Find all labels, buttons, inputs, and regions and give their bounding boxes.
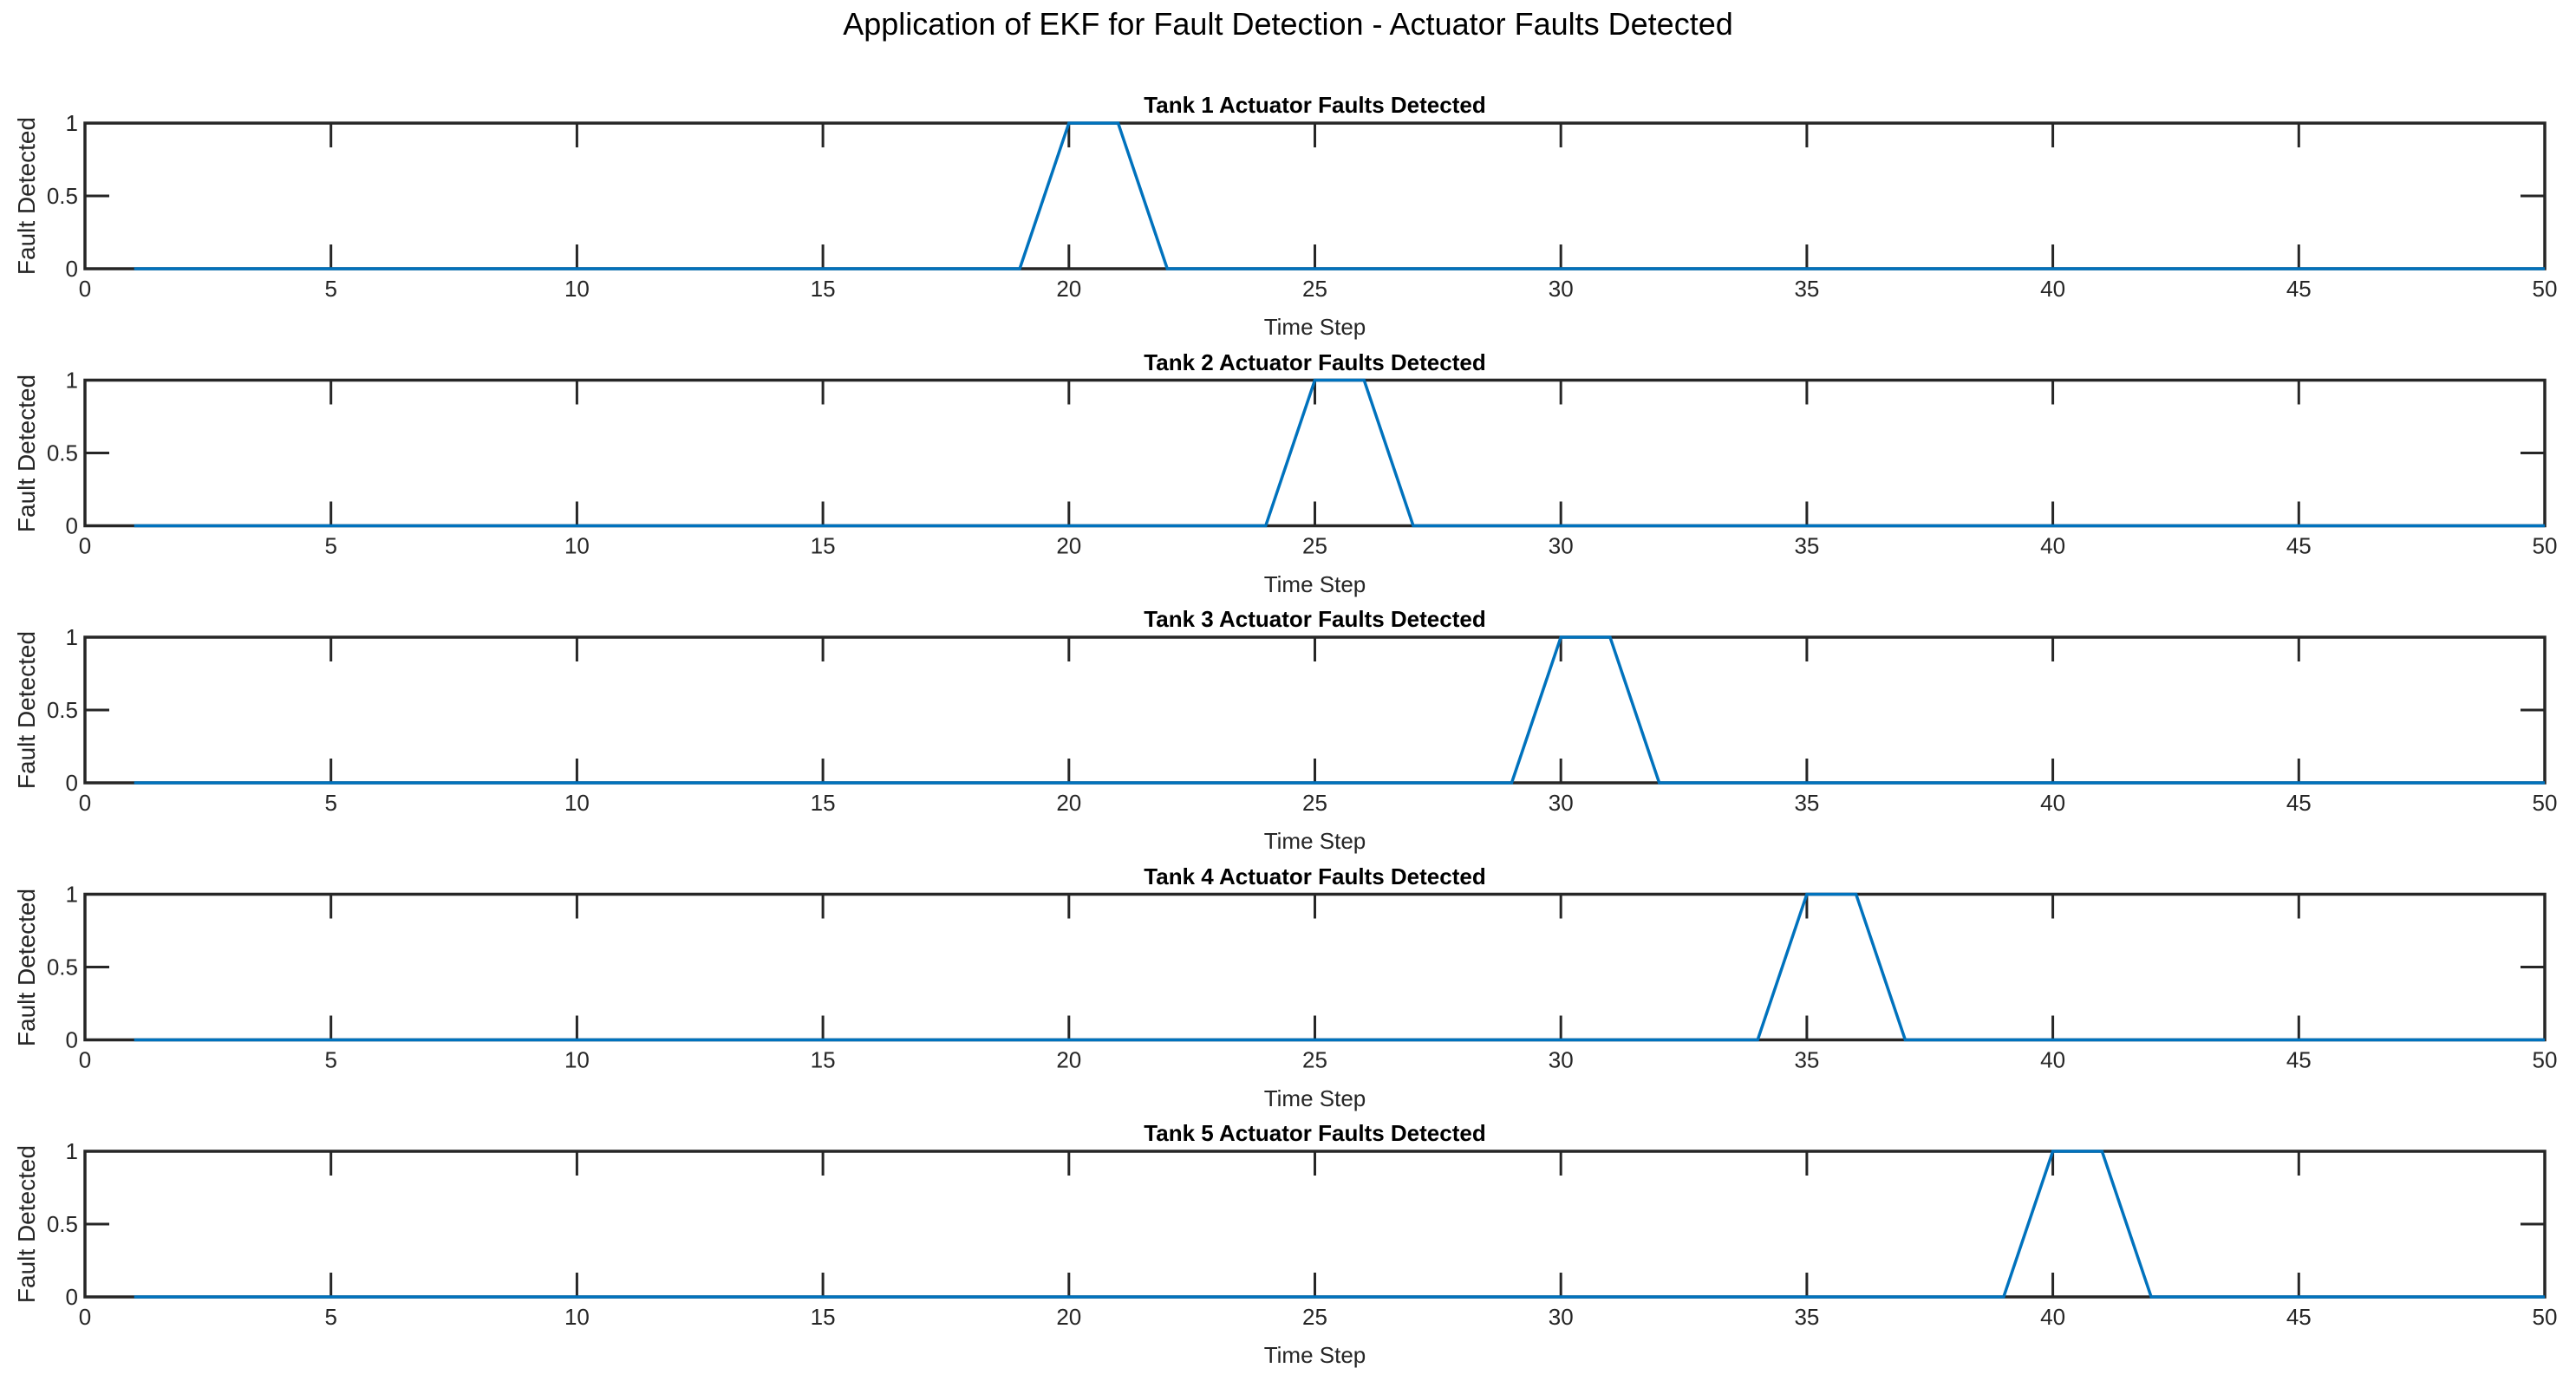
- x-tick-label: 15: [811, 790, 836, 816]
- x-tick-label: 10: [564, 790, 590, 816]
- x-tick-label: 40: [2040, 1304, 2065, 1330]
- x-tick-label: 5: [324, 276, 336, 302]
- subplot-2-xlabel: Time Step: [1263, 570, 1366, 597]
- x-tick-label: 0: [79, 790, 91, 816]
- y-tick-label: 0.5: [47, 697, 78, 723]
- x-tick-label: 10: [564, 533, 590, 559]
- x-tick-label: 25: [1302, 790, 1327, 816]
- y-tick-label: 1: [66, 882, 78, 908]
- y-tick-label: 0.5: [47, 1211, 78, 1237]
- x-tick-label: 25: [1302, 533, 1327, 559]
- y-tick-label: 0: [66, 256, 78, 282]
- x-tick-label: 50: [2533, 790, 2558, 816]
- subplot-2-ylabel: Fault Detected: [13, 374, 40, 532]
- x-tick-label: 50: [2533, 1304, 2558, 1330]
- subplot-4-ylabel: Fault Detected: [13, 888, 40, 1046]
- x-tick-label: 30: [1549, 1047, 1574, 1073]
- subplot-3-title: Tank 3 Actuator Faults Detected: [1144, 606, 1486, 632]
- x-tick-label: 45: [2286, 1047, 2312, 1073]
- x-tick-label: 15: [811, 1047, 836, 1073]
- x-tick-label: 45: [2286, 1304, 2312, 1330]
- x-tick-label: 10: [564, 276, 590, 302]
- x-tick-label: 45: [2286, 276, 2312, 302]
- y-tick-label: 0.5: [47, 954, 78, 980]
- subplot-4-xlabel: Time Step: [1263, 1085, 1366, 1111]
- x-tick-label: 40: [2040, 276, 2065, 302]
- x-tick-label: 25: [1302, 1304, 1327, 1330]
- x-tick-label: 15: [811, 276, 836, 302]
- x-tick-label: 5: [324, 1047, 336, 1073]
- x-tick-label: 40: [2040, 790, 2065, 816]
- fault-signal-line: [134, 378, 2545, 528]
- x-tick-label: 0: [79, 276, 91, 302]
- fault-signal-line: [134, 121, 2545, 270]
- subplot-2-title: Tank 2 Actuator Faults Detected: [1144, 349, 1486, 375]
- figure-title: Application of EKF for Fault Detection -…: [843, 6, 1733, 42]
- x-tick-label: 5: [324, 533, 336, 559]
- x-tick-label: 15: [811, 1304, 836, 1330]
- fault-signal-line: [134, 892, 2545, 1042]
- x-tick-label: 25: [1302, 1047, 1327, 1073]
- x-tick-label: 50: [2533, 276, 2558, 302]
- x-tick-label: 35: [1794, 276, 1819, 302]
- subplot-1-xlabel: Time Step: [1263, 314, 1366, 340]
- x-tick-label: 5: [324, 790, 336, 816]
- y-tick-label: 0: [66, 513, 78, 539]
- x-tick-label: 20: [1056, 533, 1081, 559]
- x-tick-label: 20: [1056, 276, 1081, 302]
- y-tick-label: 0: [66, 1027, 78, 1053]
- subplot-4-title: Tank 4 Actuator Faults Detected: [1144, 863, 1486, 889]
- x-tick-label: 45: [2286, 790, 2312, 816]
- x-tick-label: 5: [324, 1304, 336, 1330]
- x-tick-label: 35: [1794, 1304, 1819, 1330]
- x-tick-label: 0: [79, 1304, 91, 1330]
- x-tick-label: 50: [2533, 1047, 2558, 1073]
- y-tick-label: 1: [66, 368, 78, 394]
- x-tick-label: 30: [1549, 790, 1574, 816]
- x-tick-label: 20: [1056, 1304, 1081, 1330]
- x-tick-label: 20: [1056, 790, 1081, 816]
- subplot-5-xlabel: Time Step: [1263, 1342, 1366, 1368]
- subplot-3-ylabel: Fault Detected: [13, 630, 40, 790]
- y-tick-label: 1: [66, 1138, 78, 1164]
- fault-signal-line: [134, 1150, 2545, 1299]
- x-tick-label: 0: [79, 533, 91, 559]
- x-tick-label: 35: [1794, 1047, 1819, 1073]
- y-tick-label: 0: [66, 770, 78, 796]
- subplot-1-title: Tank 1 Actuator Faults Detected: [1144, 92, 1486, 118]
- x-tick-label: 20: [1056, 1047, 1081, 1073]
- x-tick-label: 10: [564, 1304, 590, 1330]
- subplot-5-title: Tank 5 Actuator Faults Detected: [1144, 1120, 1486, 1146]
- y-tick-label: 0: [66, 1284, 78, 1310]
- x-tick-label: 0: [79, 1047, 91, 1073]
- x-tick-label: 45: [2286, 533, 2312, 559]
- fault-signal-line: [134, 635, 2545, 785]
- x-tick-label: 25: [1302, 276, 1327, 302]
- x-tick-label: 30: [1549, 533, 1574, 559]
- x-tick-label: 35: [1794, 533, 1819, 559]
- x-tick-label: 10: [564, 1047, 590, 1073]
- subplot-3-xlabel: Time Step: [1263, 828, 1366, 854]
- x-tick-label: 15: [811, 533, 836, 559]
- subplot-5-ylabel: Fault Detected: [13, 1144, 40, 1304]
- y-tick-label: 0.5: [47, 183, 78, 209]
- x-tick-label: 40: [2040, 533, 2065, 559]
- y-tick-label: 0.5: [47, 440, 78, 466]
- y-tick-label: 1: [66, 110, 78, 136]
- x-tick-label: 40: [2040, 1047, 2065, 1073]
- subplot-1-ylabel: Fault Detected: [13, 116, 40, 276]
- x-tick-label: 30: [1549, 1304, 1574, 1330]
- x-tick-label: 30: [1549, 276, 1574, 302]
- y-tick-label: 1: [66, 624, 78, 650]
- x-tick-label: 35: [1794, 790, 1819, 816]
- x-tick-label: 50: [2533, 533, 2558, 559]
